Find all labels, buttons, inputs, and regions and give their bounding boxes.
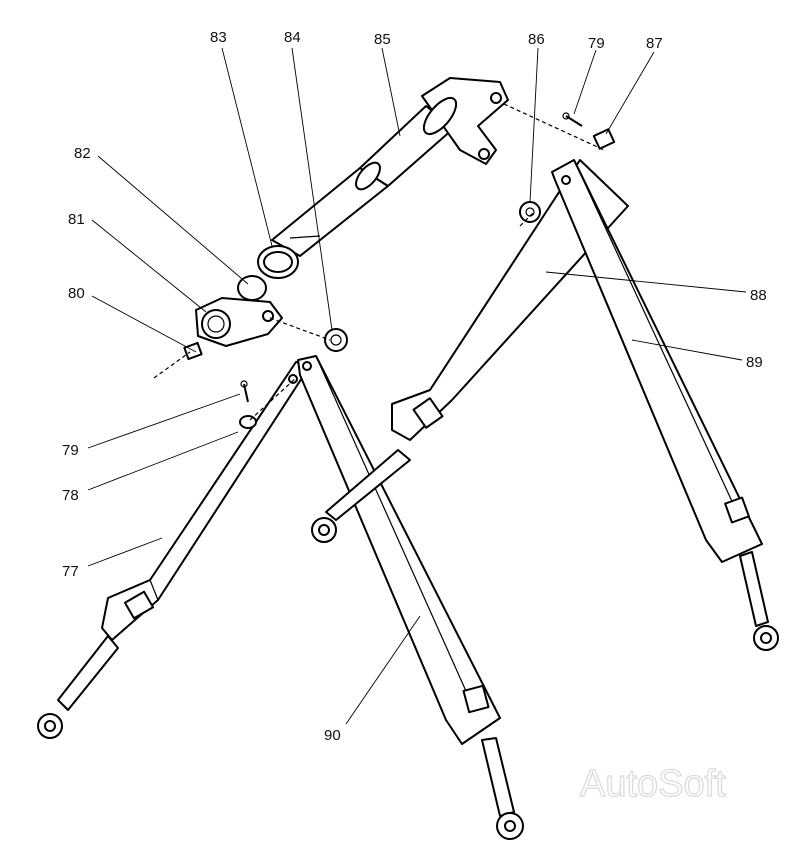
callout-85: 85 (374, 31, 391, 48)
callout-87: 87 (646, 35, 663, 52)
lift-shaft-85 (271, 77, 509, 257)
callout-81: 81 (68, 211, 85, 228)
watermark: AutoSoft (580, 763, 726, 805)
lift-link-77 (37, 361, 312, 739)
leader-lines (87, 47, 747, 725)
lift-link-90 (297, 355, 524, 840)
callout-labels: 77 78 79 79 80 81 82 83 84 85 86 87 88 8… (62, 29, 767, 744)
assembly-lines (153, 103, 605, 421)
callout-79-left: 79 (62, 442, 79, 459)
callout-80: 80 (68, 285, 85, 302)
bushing-83 (257, 245, 299, 279)
callout-89: 89 (746, 354, 763, 371)
washer-84 (324, 328, 348, 352)
callout-86: 86 (528, 31, 545, 48)
callout-84: 84 (284, 29, 301, 46)
pin-87 (592, 128, 616, 150)
cotter-pin-79-right (562, 112, 583, 127)
callout-78: 78 (62, 487, 79, 504)
callout-83: 83 (210, 29, 227, 46)
callout-88: 88 (750, 287, 767, 304)
lift-link-88 (311, 159, 629, 543)
nut-80 (183, 341, 203, 361)
lever-81 (195, 297, 283, 347)
washer-86 (519, 201, 541, 223)
callout-82: 82 (74, 145, 91, 162)
pin-78 (239, 415, 257, 429)
lift-link-89 (551, 159, 779, 651)
callout-90: 90 (324, 727, 341, 744)
callout-79-right: 79 (588, 35, 605, 52)
callout-77: 77 (62, 563, 79, 580)
cotter-pin-79-left (240, 380, 249, 403)
